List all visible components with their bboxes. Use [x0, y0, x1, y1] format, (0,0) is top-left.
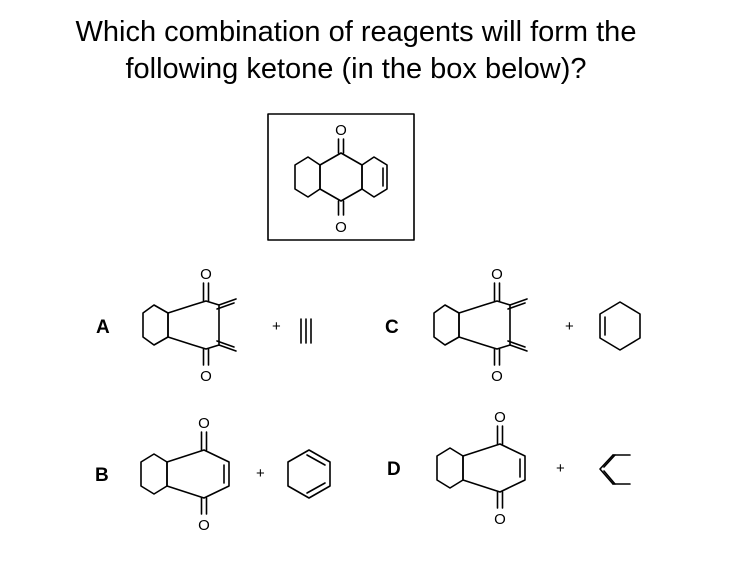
cyclohexadiene-double-bond-2: [306, 482, 326, 494]
d-oxygen-bottom: O: [494, 511, 506, 528]
question-text: Which combination of reagents will form …: [0, 14, 712, 88]
c-oxygen-bottom: O: [491, 368, 503, 385]
target-ketone-structure: O O: [294, 122, 388, 236]
target-right-ring: [361, 156, 388, 198]
a-exo-methylene-top: [218, 298, 237, 306]
c-exo-methylene-bottom-2: [507, 340, 526, 348]
cyclohexadiene-double-bond-1: [306, 454, 326, 466]
option-c-label: C: [385, 317, 399, 338]
option-c[interactable]: C O O +: [385, 266, 641, 385]
option-c-cyclohexene: [599, 301, 641, 351]
question-line-1: Which combination of reagents will form …: [75, 16, 637, 48]
target-ketone: O O: [267, 113, 415, 241]
option-c-plus: +: [565, 318, 574, 335]
option-d-label: D: [387, 459, 401, 480]
option-c-diene: O O: [433, 266, 528, 385]
a-left-ring: [142, 304, 169, 346]
c-exo-methylene-top: [509, 298, 528, 306]
option-b-cyclohexadiene: [287, 449, 331, 499]
option-a-plus: +: [272, 318, 281, 335]
option-a-alkyne: [300, 318, 312, 344]
option-d-plus: +: [556, 460, 565, 477]
option-a-label: A: [96, 317, 110, 338]
option-b-label: B: [95, 465, 109, 486]
option-d[interactable]: D O O +: [387, 409, 631, 528]
option-d-butadiene: [599, 454, 631, 485]
a-oxygen-bottom: O: [200, 368, 212, 385]
option-b-quinone: O O: [140, 415, 230, 534]
target-center-ring: [319, 152, 363, 202]
b-oxygen-bottom: O: [198, 517, 210, 534]
option-b-plus: +: [256, 465, 265, 482]
b-oxygen-top: O: [198, 415, 210, 432]
target-box: [267, 113, 415, 241]
c-oxygen-top: O: [491, 266, 503, 283]
d-right-ring: [462, 443, 526, 493]
d-oxygen-top: O: [494, 409, 506, 426]
butadiene-double-bond-1: [603, 454, 616, 468]
target-oxygen-top: O: [335, 122, 347, 139]
butadiene-double-bond-2: [603, 470, 616, 485]
option-d-quinone: O O: [436, 409, 526, 528]
b-left-ring: [140, 453, 168, 495]
target-oxygen-bottom: O: [335, 219, 347, 236]
option-b[interactable]: B O O +: [95, 415, 331, 534]
a-exo-methylene-bottom: [218, 344, 237, 352]
a-oxygen-top: O: [200, 266, 212, 283]
b-right-ring: [166, 449, 230, 499]
a-exo-methylene-bottom-2: [216, 340, 235, 348]
c-center-ring: [458, 300, 511, 350]
a-center-ring-base: [167, 300, 220, 350]
question-line-2: following ketone (in the box below)?: [125, 53, 587, 85]
c-exo-methylene-top-2: [507, 302, 526, 310]
cyclohexadiene-ring: [287, 449, 331, 499]
target-left-ring: [294, 156, 321, 198]
option-a-diene: O O: [142, 266, 237, 385]
d-left-ring: [436, 447, 464, 489]
option-a[interactable]: A O O +: [96, 266, 312, 385]
a-exo-methylene-top-2: [216, 302, 235, 310]
cyclohexene-ring: [599, 301, 641, 351]
butadiene-chain: [599, 454, 614, 485]
c-left-ring: [433, 304, 460, 346]
c-exo-methylene-bottom: [509, 344, 528, 352]
